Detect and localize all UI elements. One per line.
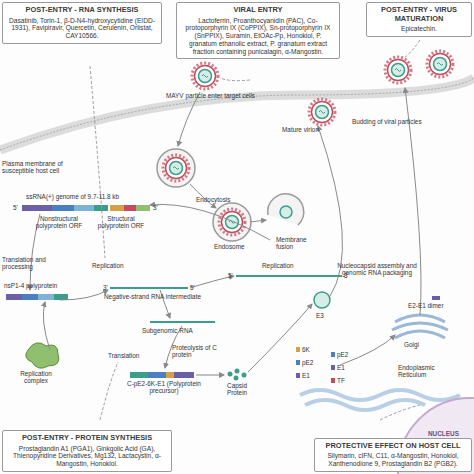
plasma-membrane-edge: [0, 78, 474, 150]
nucleocapsid: [280, 206, 292, 218]
endosome: [213, 203, 251, 241]
leader-lines: [90, 40, 420, 420]
endosome: [157, 149, 195, 187]
diagram-label: Structural polyprotein ORF: [92, 215, 150, 229]
diagram-label: 5': [13, 204, 18, 211]
drug-box: PROTECTIVE EFFECT ON HOST CELLSilymarin,…: [314, 438, 472, 472]
virus-particle: [192, 63, 218, 89]
budding-virion: [385, 57, 411, 83]
diagram-label: Replication complex: [14, 370, 58, 384]
compound-list: Dasatinib, Torin-1, β-D-N4-hydroxycytidi…: [7, 17, 157, 40]
fusing-endosome: [268, 194, 304, 225]
diagram-label: C-pE2-6K-E1 (Polyprotein precursor): [116, 380, 212, 394]
diagram-label: Replication: [92, 262, 124, 269]
box-heading: POST-ENTRY - PROTEIN SYNTHESIS: [7, 434, 167, 443]
diagram-label: Budding of viral particles: [352, 118, 422, 125]
drug-box: POST-ENTRY - VIRUS MATURATION Epicatechin…: [366, 2, 472, 37]
box-heading: PROTECTIVE EFFECT ON HOST CELL: [319, 442, 467, 451]
rna-strand: [150, 321, 215, 323]
diagram-label: Replication: [262, 262, 294, 269]
compound-list: Silymarin, cIFN, C11, α-Mangostin, Honok…: [319, 452, 467, 468]
diagram-label: Translation: [108, 352, 139, 359]
diagram-label: pE2: [302, 359, 313, 366]
diagram-label: 6K: [302, 346, 310, 353]
diagram-label: NUCLEUS: [428, 430, 459, 437]
plasma-membrane: [0, 78, 474, 150]
diagram-label: ssRNA(+) genome of 9.7-11.8 kb: [26, 193, 119, 200]
diagram-label: Endocytosis: [196, 196, 230, 203]
diagram-label: Golgi: [404, 341, 419, 348]
diagram-label: Plasma membrane of susceptible host cell: [2, 160, 66, 174]
diagram-label: 5': [228, 272, 233, 279]
golgi: [392, 315, 448, 338]
drug-box: VIRAL ENTRY Lactoferrin, Proanthocyanidin…: [176, 2, 340, 59]
dimer: [432, 296, 440, 300]
diagram-label: TF: [337, 377, 345, 384]
diagram-label: Subgenomic RNA: [142, 327, 193, 334]
diagram-label: Mature virion: [282, 126, 319, 133]
diagram-label: E1: [337, 364, 345, 371]
diagram-label: E2-E1 dimer: [408, 302, 444, 309]
diagram-label: Endosome: [214, 243, 245, 250]
structural-polyprotein-bar: [130, 372, 194, 378]
rna-strand: [110, 287, 188, 289]
diagram-label: Membrane fusion: [276, 236, 310, 250]
capsid-proteins: [228, 369, 247, 381]
diagram-label: Endoplasmic Reticulum: [398, 364, 454, 378]
diagram-label: Nucleocapsid assembly and genomic RNA pa…: [336, 262, 418, 276]
compound-list: Prostaglandin A1 (PGA1), Ginkgolic Acid …: [7, 445, 167, 468]
diagram-label: Translation and processing: [2, 256, 54, 270]
drug-box: POST-ENTRY - PROTEIN SYNTHESIS Prostaglan…: [2, 430, 172, 472]
genome-bar: [22, 205, 150, 211]
virus-particle: [163, 155, 189, 181]
drug-box: POST-ENTRY - RNA SYNTHESIS Dasatinib, Tor…: [2, 2, 162, 44]
diagram-label: E1: [302, 372, 310, 379]
diagram-label: Capsid Protein: [220, 382, 254, 396]
box-heading: POST-ENTRY - RNA SYNTHESIS: [7, 6, 157, 15]
replication-complex: [26, 343, 59, 368]
diagram-label: Proteolysis of C protein: [172, 344, 222, 358]
diagram-label: MAYV particle enter target cells: [166, 92, 255, 99]
polyprotein-bar: [6, 294, 68, 300]
diagram-label: E3: [316, 312, 324, 319]
nucleocapsid: [314, 292, 330, 308]
diagram-label: pE2: [337, 351, 348, 358]
budding-virion: [427, 51, 453, 77]
process-arrows: [30, 88, 421, 375]
diagram-label: 3': [103, 284, 108, 291]
diagram-label: nsP1-4 polyprotein: [4, 282, 57, 289]
diagram-label: 5': [190, 284, 195, 291]
diagram-label: Nonstructural polyprotein ORF: [28, 215, 90, 229]
rna-strand: [236, 275, 342, 277]
diagram-label: 3': [153, 204, 158, 211]
box-heading: POST-ENTRY - VIRUS MATURATION: [371, 6, 467, 23]
virus-particle: [219, 209, 245, 235]
er-proteins: [296, 347, 335, 383]
box-heading: VIRAL ENTRY: [181, 6, 335, 15]
mature-virion: [309, 99, 335, 125]
compound-list: Lactoferrin, Proanthocyanidin (PAC), Co-…: [181, 17, 335, 56]
compound-list: Epicatechin.: [371, 25, 467, 33]
diagram-label: Negative-strand RNA intermediate: [104, 293, 201, 300]
